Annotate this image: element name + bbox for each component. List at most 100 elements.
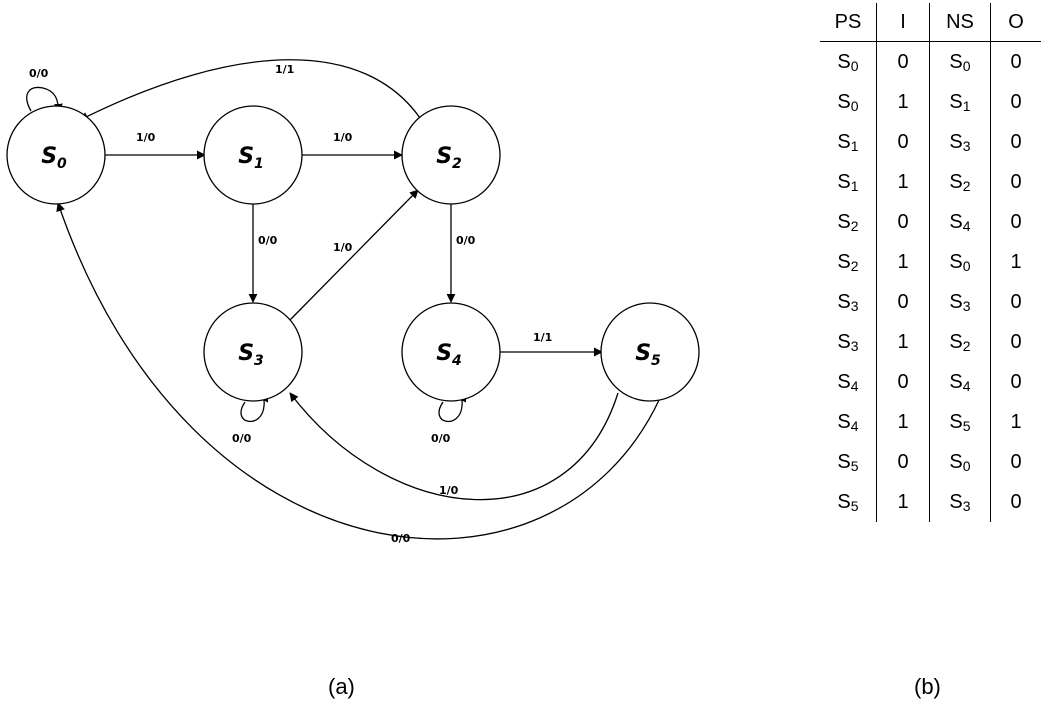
state-letter: S xyxy=(949,370,963,393)
caption-a: (a) xyxy=(328,674,355,699)
state-index: 0 xyxy=(850,97,859,114)
state-letter: S xyxy=(837,330,851,353)
cell-ns: S0 xyxy=(929,442,991,482)
state-index: 2 xyxy=(962,177,971,194)
state-letter: S xyxy=(837,210,851,233)
state-letter: S xyxy=(949,250,963,273)
state-label: S4 xyxy=(436,341,462,369)
state-letter: S xyxy=(837,450,851,473)
state-index: 4 xyxy=(850,417,859,434)
cell-ps: S4 xyxy=(820,402,877,442)
state-index: 3 xyxy=(850,297,859,314)
edge-label: 0/0 xyxy=(29,67,49,80)
state-index: 4 xyxy=(962,377,971,394)
state-s4 xyxy=(401,302,501,402)
state-label: S2 xyxy=(436,144,462,172)
cell-i: 1 xyxy=(876,482,930,522)
cell-o: 0 xyxy=(990,122,1041,162)
state-index: 3 xyxy=(850,337,859,354)
header-o: O xyxy=(990,3,1041,42)
state-index: 5 xyxy=(962,417,971,434)
cell-ps: S2 xyxy=(820,242,877,282)
edge-label: 1/0 xyxy=(439,484,459,497)
state-index: 0 xyxy=(962,257,971,274)
edge-label: 1/0 xyxy=(136,131,156,144)
cell-ps: S5 xyxy=(820,442,877,482)
state-letter: S xyxy=(949,410,963,433)
cell-o: 0 xyxy=(990,322,1041,362)
state-letter: S xyxy=(949,130,963,153)
cell-i: 1 xyxy=(876,402,930,442)
state-diagram: S0 S1 S2 S3 S4 S5 0/0 1/0 1/0 0/0 1/1 0/… xyxy=(6,59,700,545)
state-letter: S xyxy=(949,450,963,473)
state-index: 1 xyxy=(962,97,971,114)
cell-o: 1 xyxy=(990,242,1041,282)
state-letter: S xyxy=(837,370,851,393)
edge-label: 1/1 xyxy=(275,63,294,76)
state-index: 0 xyxy=(962,457,971,474)
state-index: 0 xyxy=(850,57,859,74)
edge-label: 0/0 xyxy=(431,432,451,445)
cell-i: 0 xyxy=(876,282,930,322)
cell-ns: S5 xyxy=(929,402,991,442)
state-s5 xyxy=(600,302,700,402)
edge-label: 1/0 xyxy=(333,241,353,254)
edge-s2-s0 xyxy=(79,59,421,121)
edge-label: 0/0 xyxy=(232,432,252,445)
state-s3 xyxy=(203,302,303,402)
cell-i: 0 xyxy=(876,41,930,82)
cell-ns: S4 xyxy=(929,362,991,402)
caption-b: (b) xyxy=(914,674,941,699)
state-index: 3 xyxy=(962,497,971,514)
cell-ns: S2 xyxy=(929,322,991,362)
cell-ps: S1 xyxy=(820,162,877,202)
state-index: 1 xyxy=(850,137,859,154)
state-index: 2 xyxy=(850,257,859,274)
cell-ns: S4 xyxy=(929,202,991,242)
edge-label: 1/0 xyxy=(333,131,353,144)
edge-s0-s0 xyxy=(26,86,63,113)
state-letter: S xyxy=(837,170,851,193)
cell-o: 1 xyxy=(990,402,1041,442)
cell-ps: S3 xyxy=(820,322,877,362)
cell-o: 0 xyxy=(990,362,1041,402)
state-index: 3 xyxy=(962,297,971,314)
header-ps: PS xyxy=(820,3,877,42)
state-letter: S xyxy=(949,290,963,313)
cell-ns: S3 xyxy=(929,122,991,162)
cell-ns: S0 xyxy=(929,41,991,82)
cell-i: 1 xyxy=(876,242,930,282)
state-s1 xyxy=(203,105,303,205)
state-index: 3 xyxy=(962,137,971,154)
cell-i: 0 xyxy=(876,122,930,162)
state-letter: S xyxy=(949,210,963,233)
cell-i: 1 xyxy=(876,82,930,122)
cell-ps: S3 xyxy=(820,282,877,322)
edge-s3-s2 xyxy=(289,189,419,321)
cell-ps: S0 xyxy=(820,82,877,122)
state-letter: S xyxy=(949,170,963,193)
state-index: 1 xyxy=(850,177,859,194)
cell-ps: S0 xyxy=(820,42,877,83)
cell-ns: S2 xyxy=(929,162,991,202)
state-label: S5 xyxy=(635,341,661,369)
cell-ps: S2 xyxy=(820,202,877,242)
header-i: I xyxy=(876,3,930,42)
cell-o: 0 xyxy=(990,82,1041,122)
state-letter: S xyxy=(837,50,851,73)
state-index: 5 xyxy=(850,457,859,474)
state-letter: S xyxy=(949,330,963,353)
edge-s5-s3 xyxy=(289,392,619,501)
